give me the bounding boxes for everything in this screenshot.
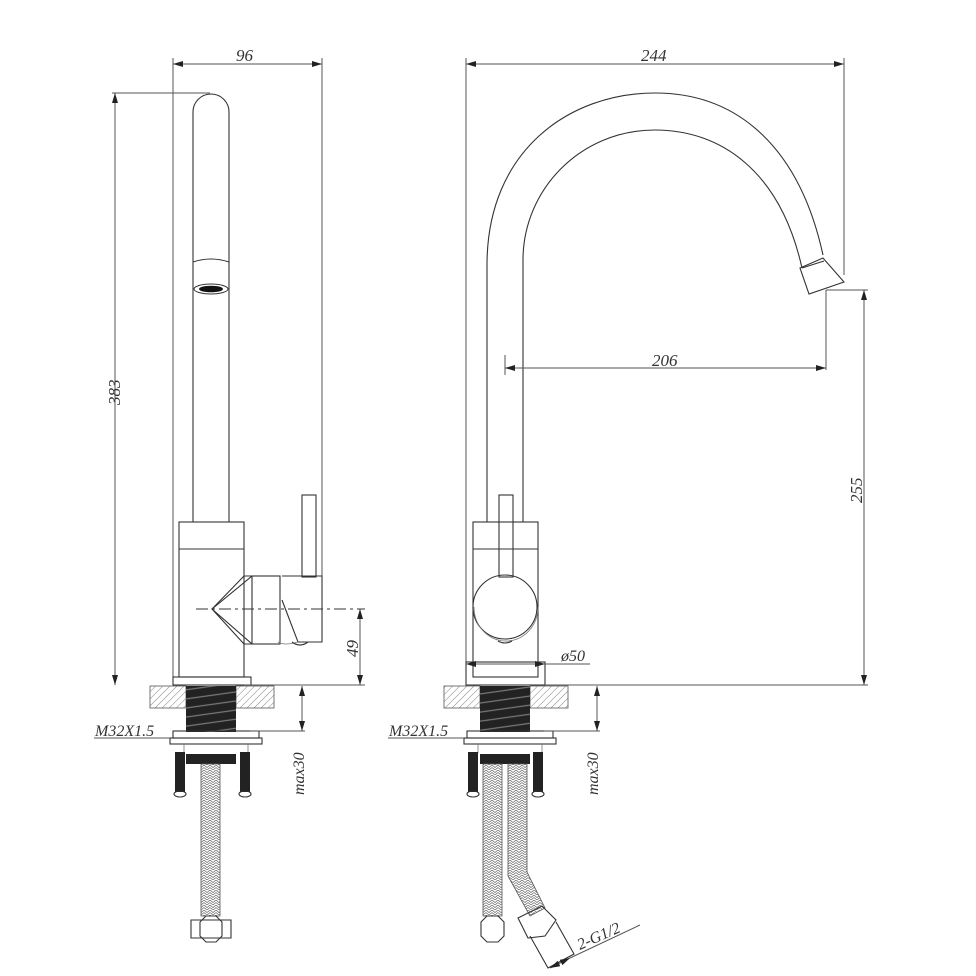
supply-hose (190, 763, 232, 943)
max30-label-front: max30 (585, 752, 602, 795)
dim-label-383: 383 (105, 380, 124, 407)
gooseneck-spout (486, 92, 845, 522)
dim-label-dia50: ø50 (560, 648, 585, 665)
dim-label-255: 255 (847, 478, 866, 504)
spout-tube (192, 93, 230, 522)
dimension-height-383: 383 (105, 92, 210, 685)
dimension-49: 49 (244, 609, 365, 686)
thread-label: M32X1.5 (94, 723, 154, 740)
dimension-diameter-50: ø50 (466, 648, 590, 667)
dim-label-96: 96 (236, 46, 254, 65)
dimension-height-255: 255 (826, 289, 868, 685)
thread-callout-front: M32X1.5 (388, 723, 464, 740)
dim-label-244: 244 (641, 46, 667, 65)
hose-connection-callout: 2-G1/2 (549, 920, 641, 969)
mounting-hardware (169, 730, 263, 798)
supply-hoses (480, 763, 575, 969)
dimension-max30: max30 (250, 686, 308, 795)
faucet-body-front (465, 494, 546, 686)
thread-callout: M32X1.5 (94, 723, 170, 740)
max30-label: max30 (291, 752, 308, 795)
dimension-width-244: 244 (465, 46, 845, 685)
faucet-body (172, 494, 365, 686)
dim-label-206: 206 (652, 351, 678, 370)
front-view: 244 206 255 (388, 46, 868, 969)
hose-connection-label: 2-G1/2 (575, 920, 623, 954)
mounting-hardware-front (463, 730, 557, 798)
dimension-width-96: 96 (172, 46, 323, 685)
dim-label-49: 49 (343, 640, 362, 658)
thread-label-front: M32X1.5 (388, 723, 448, 740)
dimension-max30-front: max30 (544, 686, 602, 795)
dimension-reach-206: 206 (504, 290, 827, 375)
countertop-section (149, 685, 275, 732)
side-view: 96 383 (94, 46, 365, 943)
countertop-section-front (443, 685, 569, 732)
